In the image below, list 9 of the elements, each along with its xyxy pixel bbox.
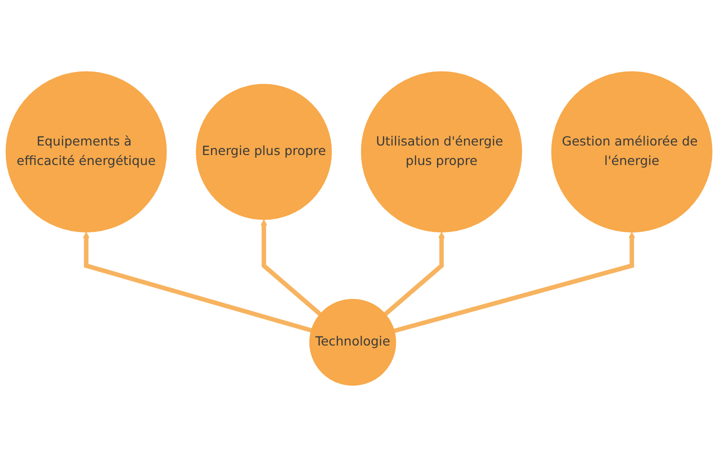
- node-circle: Equipements à efficacité énergétique: [6, 71, 167, 232]
- arrow: [394, 232, 636, 334]
- arrow: [260, 219, 322, 316]
- arrow: [82, 232, 312, 333]
- arrow: [384, 232, 445, 316]
- node-circle: Energie plus propre: [196, 84, 332, 220]
- node-circle: Technologie: [309, 298, 396, 386]
- node-circle: Utilisation d'énergie plus propre: [360, 71, 522, 232]
- node-circle: Gestion améliorée de l'énergie: [551, 71, 712, 232]
